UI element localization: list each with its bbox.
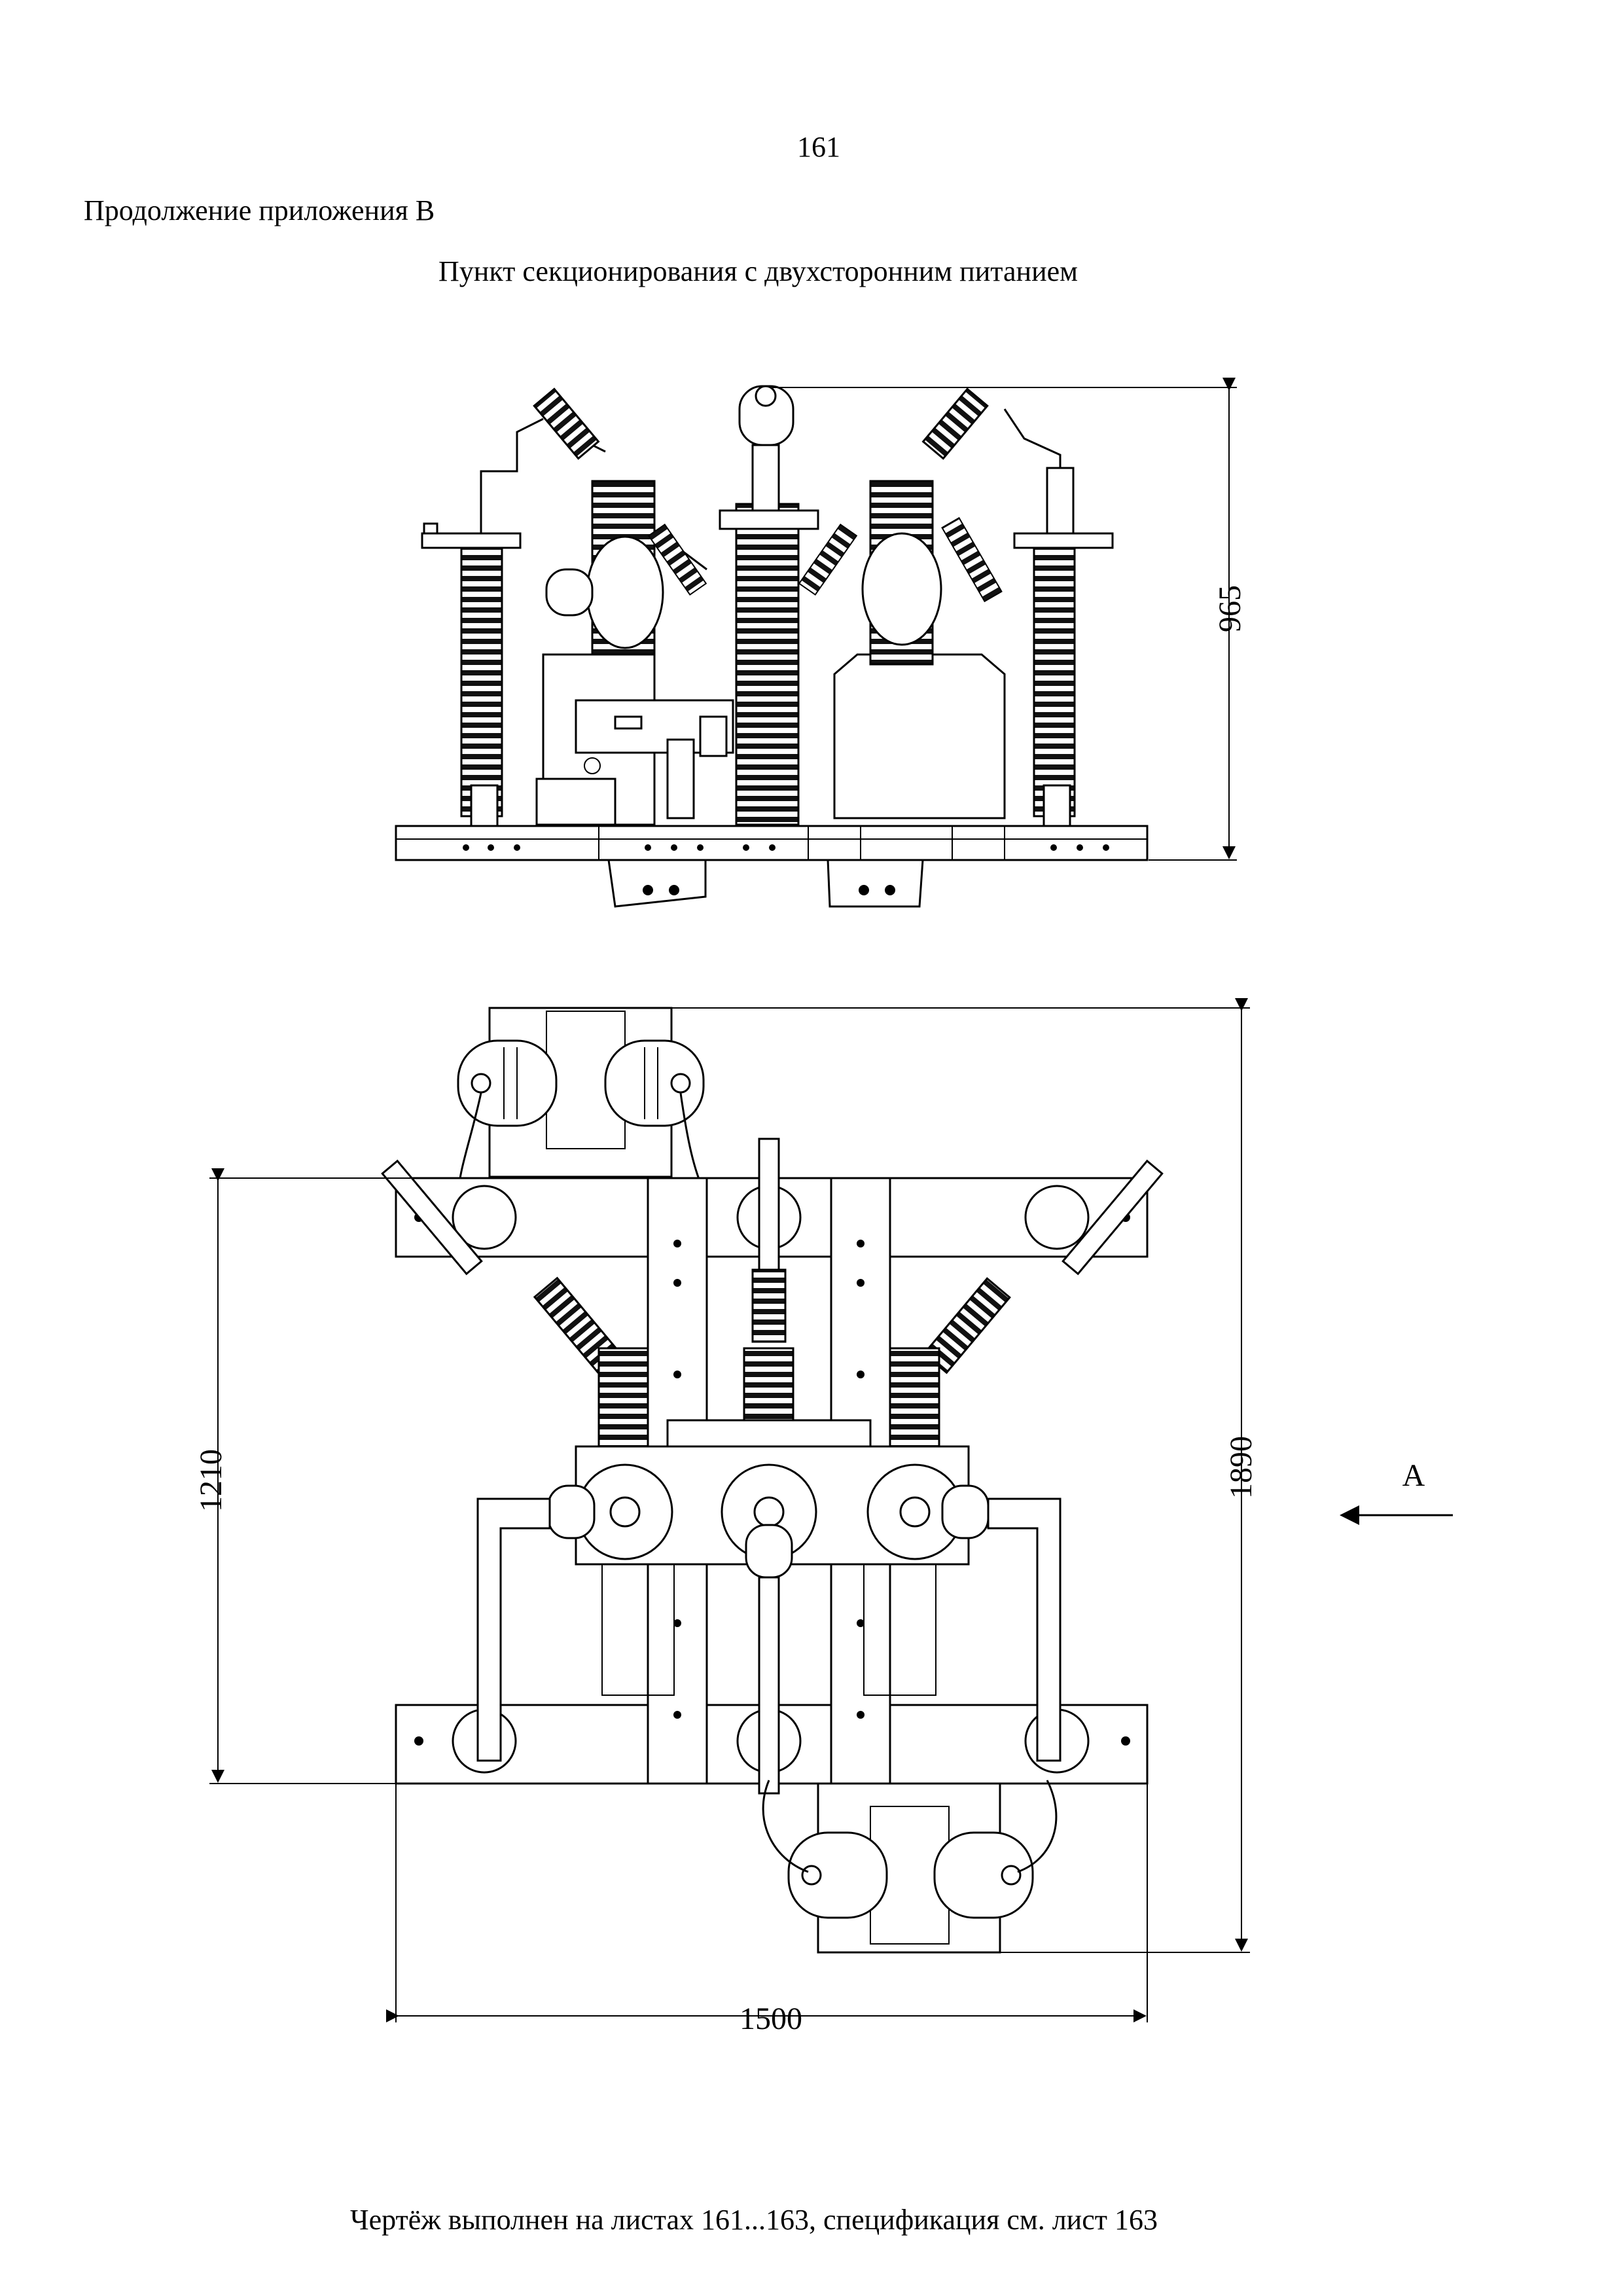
- front-right-post-insulator: [1033, 547, 1076, 817]
- plan-bottom-fuse-insulator-left: [787, 1831, 888, 1919]
- plan-breaker-pole-right: [889, 1347, 940, 1454]
- plan-length-label: 1890: [1224, 1436, 1258, 1499]
- plan-top-fuse-insulator-left: [457, 1039, 558, 1127]
- page-number: 161: [797, 131, 840, 163]
- plan-width-label: 1500: [740, 2001, 802, 2036]
- front-base-frame: [395, 825, 1149, 861]
- front-mount-bracket-left: [607, 859, 707, 908]
- front-left-terminal-plate: [421, 532, 522, 549]
- footer-note: Чертёж выполнен на листах 161...163, спе…: [350, 2204, 1158, 2236]
- plan-length-dimension: [671, 998, 1250, 1953]
- plan-view: [209, 998, 1453, 2022]
- plan-depth-dimension: [209, 1168, 458, 1784]
- plan-width-dimension: [386, 1784, 1148, 2022]
- plan-side-bus-right: [987, 1498, 1061, 1762]
- plan-top-fuse-insulator-right: [604, 1039, 705, 1127]
- plan-breaker-pole-left: [597, 1347, 649, 1454]
- view-marker-label: А: [1402, 1458, 1425, 1493]
- front-center-post-insulator: [735, 503, 800, 826]
- plan-top-insulator-right: [1024, 1185, 1090, 1250]
- front-view: [395, 378, 1237, 908]
- plan-side-bus-left: [476, 1498, 551, 1762]
- front-right-terminal-plate: [1013, 532, 1114, 549]
- front-left-angled-insulator: [533, 387, 600, 460]
- front-mount-bracket-right: [827, 859, 924, 908]
- drawing-title: Пункт секционирования с двухсторонним пи…: [438, 255, 1079, 287]
- appendix-title: Продолжение приложения В: [84, 194, 435, 226]
- plan-bottom-fuse-insulator-right: [933, 1831, 1034, 1919]
- front-left-post-insulator: [460, 547, 503, 817]
- front-height-label: 965: [1213, 585, 1247, 632]
- front-right-transformer: [833, 653, 1006, 819]
- plan-top-insulator-left: [452, 1185, 517, 1250]
- front-right-angled-insulator: [921, 387, 989, 460]
- plan-depth-label: 1210: [194, 1449, 228, 1512]
- front-height-dimension: [772, 378, 1237, 861]
